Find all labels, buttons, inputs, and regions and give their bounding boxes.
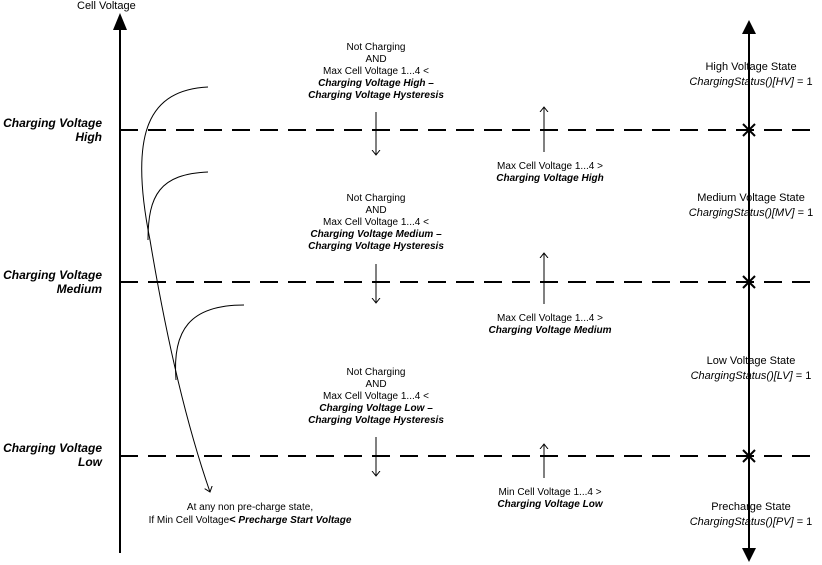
state-label-hv: High Voltage State ChargingStatus()[HV] … <box>680 60 822 90</box>
down-medium-line3: Max Cell Voltage 1...4 < <box>323 217 429 228</box>
up-transition-medium-label: Max Cell Voltage 1...4 > Charging Voltag… <box>468 313 632 337</box>
down-low-line5: Charging Voltage Hysteresis <box>308 415 444 426</box>
level-label-low-line2: Low <box>78 455 102 469</box>
state-pv-name: Precharge State <box>711 501 791 513</box>
state-lv-status-value: = 1 <box>795 370 812 382</box>
down-high-line4: Charging Voltage High – <box>318 78 434 89</box>
down-high-line2: AND <box>365 54 387 65</box>
state-pv-status-prefix: ChargingStatus()[PV] <box>689 516 794 528</box>
down-transition-low-label: Not Charging AND Max Cell Voltage 1...4 … <box>290 367 462 427</box>
down-low-line3: Max Cell Voltage 1...4 < <box>323 391 429 402</box>
state-hv-status-value: = 1 <box>797 76 813 88</box>
level-label-low-line1: Charging Voltage <box>3 441 102 455</box>
up-low-line2: Charging Voltage Low <box>497 499 603 510</box>
state-lv-name: Low Voltage State <box>706 355 796 367</box>
down-low-line1: Not Charging <box>346 367 406 378</box>
state-lv-status-prefix: ChargingStatus()[LV] <box>690 370 793 382</box>
down-medium-line2: AND <box>365 205 387 216</box>
state-hv-status-prefix: ChargingStatus()[HV] <box>689 76 794 88</box>
precharge-note-line2: If Min Cell Voltage< Precharge Start Vol… <box>130 514 370 527</box>
state-mv-name: Medium Voltage State <box>697 192 805 204</box>
up-medium-line1: Max Cell Voltage 1...4 > <box>497 313 603 324</box>
down-medium-line1: Not Charging <box>346 193 406 204</box>
state-marker-low <box>742 449 756 463</box>
state-bar-bottom-arrowhead <box>742 548 756 562</box>
precharge-curve-medium <box>147 171 209 241</box>
level-label-low: Charging Voltage Low <box>0 441 102 469</box>
state-lv-status: ChargingStatus()[LV] = 1 <box>680 369 822 384</box>
state-mv-status-value: = 1 <box>797 207 814 219</box>
down-transition-high-label: Not Charging AND Max Cell Voltage 1...4 … <box>290 42 462 102</box>
state-label-lv: Low Voltage State ChargingStatus()[LV] =… <box>680 354 822 384</box>
y-axis-arrowhead <box>113 13 127 30</box>
up-high-line1: Max Cell Voltage 1...4 > <box>497 161 603 172</box>
level-label-medium: Charging Voltage Medium <box>0 268 102 296</box>
precharge-note: At any non pre-charge state, If Min Cell… <box>130 502 370 527</box>
up-low-line1: Min Cell Voltage 1...4 > <box>498 487 602 498</box>
state-pv-status: ChargingStatus()[PV] = 1 <box>680 515 822 530</box>
up-transition-high-label: Max Cell Voltage 1...4 > Charging Voltag… <box>470 161 630 185</box>
precharge-note-bold: Precharge Start Voltage <box>238 515 352 526</box>
precharge-note-operator: < <box>229 514 236 526</box>
level-label-high-line2: High <box>75 130 102 144</box>
down-high-line1: Not Charging <box>346 42 406 53</box>
state-marker-medium <box>742 275 756 289</box>
down-medium-line5: Charging Voltage Hysteresis <box>308 241 444 252</box>
state-label-pv: Precharge State ChargingStatus()[PV] = 1 <box>680 500 822 530</box>
down-medium-line4: Charging Voltage Medium – <box>310 229 442 240</box>
down-low-line2: AND <box>365 379 387 390</box>
down-low-line4: Charging Voltage Low – <box>319 403 433 414</box>
precharge-note-line1: At any non pre-charge state, <box>186 502 314 513</box>
up-transition-low-label: Min Cell Voltage 1...4 > Charging Voltag… <box>470 487 630 511</box>
down-high-line5: Charging Voltage Hysteresis <box>308 90 444 101</box>
y-axis-label: Cell Voltage <box>77 0 136 12</box>
state-label-mv: Medium Voltage State ChargingStatus()[MV… <box>680 191 822 221</box>
level-label-high: Charging Voltage High <box>0 116 102 144</box>
state-pv-status-value: = 1 <box>796 516 813 528</box>
precharge-curve-high <box>141 86 210 492</box>
state-bar-top-arrowhead <box>742 20 756 34</box>
level-label-medium-line1: Charging Voltage <box>3 268 102 282</box>
up-medium-line2: Charging Voltage Medium <box>488 325 612 336</box>
state-hv-name: High Voltage State <box>705 61 797 73</box>
precharge-note-prefix: If Min Cell Voltage <box>148 515 230 526</box>
state-hv-status: ChargingStatus()[HV] = 1 <box>680 75 822 90</box>
state-marker-high <box>742 123 756 137</box>
state-mv-status: ChargingStatus()[MV] = 1 <box>680 206 822 221</box>
precharge-curve-low <box>174 304 245 381</box>
state-mv-status-prefix: ChargingStatus()[MV] <box>688 207 795 219</box>
level-label-high-line1: Charging Voltage <box>3 116 102 130</box>
down-transition-medium-label: Not Charging AND Max Cell Voltage 1...4 … <box>290 193 462 253</box>
up-high-line2: Charging Voltage High <box>496 173 604 184</box>
level-label-medium-line2: Medium <box>56 282 102 296</box>
down-high-line3: Max Cell Voltage 1...4 < <box>323 66 429 77</box>
